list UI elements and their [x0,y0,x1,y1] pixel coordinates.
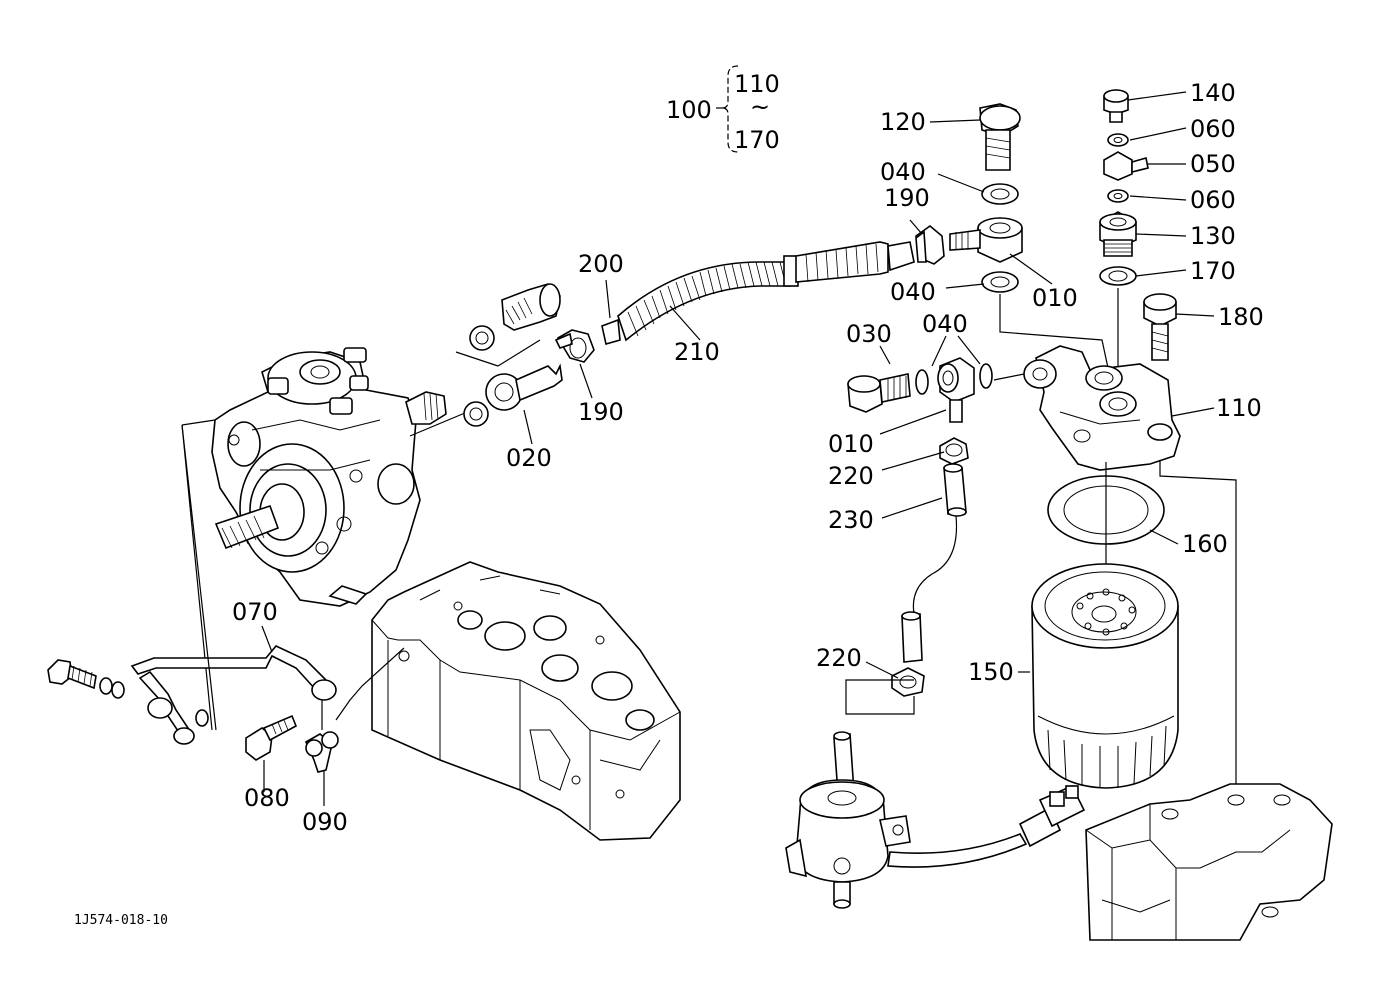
pump-leader-lines [181,339,541,731]
callout-010-upper[interactable]: 010 [1032,284,1078,312]
callout-160[interactable]: 160 [1182,530,1228,558]
callout-180[interactable]: 180 [1218,303,1264,331]
callout-090[interactable]: 090 [302,808,348,836]
clip-220-upper [881,437,969,471]
hose-lower [845,611,925,715]
fuel-feed-pump [785,731,1086,909]
callout-labels: 140 060 050 060 130 170 180 120 040 190 … [232,79,1264,836]
callout-170[interactable]: 170 [1190,257,1236,285]
callout-040-lower[interactable]: 040 [922,310,968,338]
assembly-range-symbol: ~ [750,93,770,121]
air-vent-stack [1099,89,1187,368]
callout-120[interactable]: 120 [880,108,926,136]
callout-110[interactable]: 110 [1216,394,1262,422]
assembly-number[interactable]: 100 [666,96,712,124]
filter-cartridge-150 [1018,563,1179,789]
figure-id: 1J574-018-10 [74,913,168,928]
bolt-180 [1143,293,1215,361]
banjo-fitting-020 [463,283,563,445]
callout-070[interactable]: 070 [232,598,278,626]
callout-190-left[interactable]: 190 [578,398,624,426]
assembly-range-start[interactable]: 110 [734,70,780,98]
callout-140[interactable]: 140 [1190,79,1236,107]
callout-220-upper[interactable]: 220 [828,462,874,490]
banjo-010-upper [929,103,1109,369]
callout-230[interactable]: 230 [828,506,874,534]
callout-150[interactable]: 150 [968,658,1014,686]
callout-200[interactable]: 200 [578,250,624,278]
assembly-bracket: 100 110 ~ 170 [666,65,780,154]
callout-060-lower[interactable]: 060 [1190,186,1236,214]
injection-pump [211,347,447,607]
engine-block-corner [1085,783,1333,941]
fuel-hose-210 [601,241,915,346]
bolt-080 [245,714,298,792]
callout-220-lower[interactable]: 220 [816,644,862,672]
callout-190-right[interactable]: 190 [884,184,930,212]
filter-head-110 [1023,345,1237,796]
callout-080[interactable]: 080 [244,784,290,812]
clip-190-left [554,329,595,399]
assembly-range-end[interactable]: 170 [734,126,780,154]
callout-210[interactable]: 210 [674,338,720,366]
callout-050[interactable]: 050 [1190,150,1236,178]
callout-040-middle[interactable]: 040 [890,278,936,306]
cylinder-head [371,561,681,841]
banjo-010-lower [847,335,1025,435]
callout-030[interactable]: 030 [846,320,892,348]
leak-off-pipe [47,424,337,745]
callout-020[interactable]: 020 [506,444,552,472]
callout-040-upper[interactable]: 040 [880,158,926,186]
callout-060-upper[interactable]: 060 [1190,115,1236,143]
hose-230 [881,463,967,615]
clamp-090 [304,647,405,806]
leader-070 [261,625,273,653]
callout-010-lower[interactable]: 010 [828,430,874,458]
callout-130[interactable]: 130 [1190,222,1236,250]
clip-190-right [909,219,945,265]
